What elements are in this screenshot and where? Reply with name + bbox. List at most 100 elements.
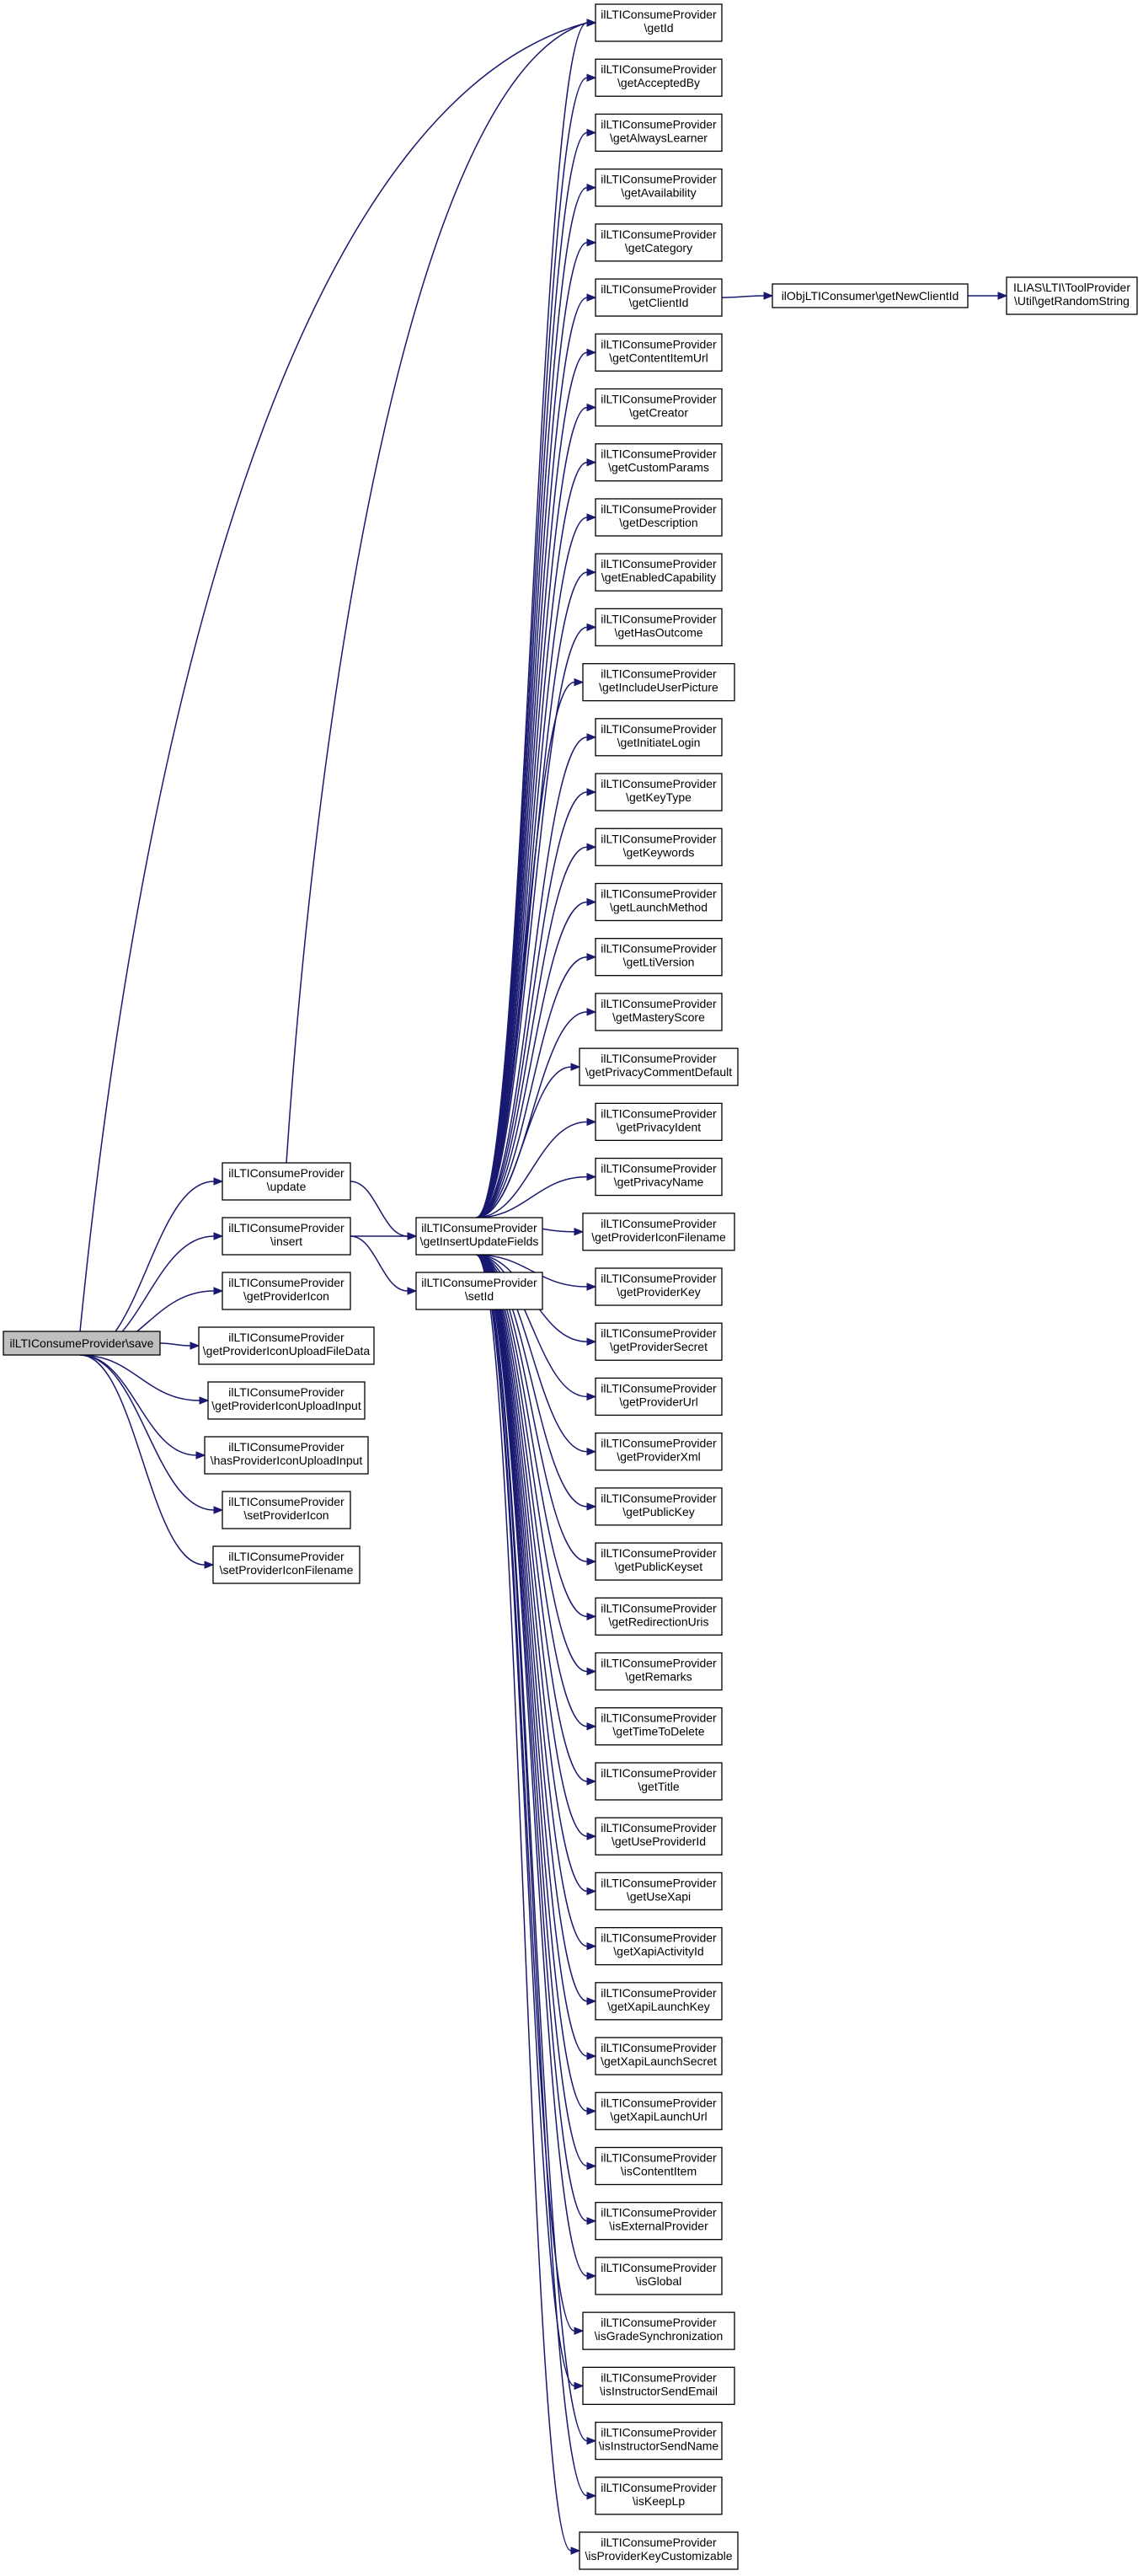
node-label-line2: \getLtiVersion [623,956,695,969]
node-isInstructorSendEmail[interactable]: ilLTIConsumeProvider\isInstructorSendEma… [582,2366,735,2405]
node-getProviderUrl[interactable]: ilLTIConsumeProvider\getProviderUrl [595,1377,723,1417]
node-getPublicKey[interactable]: ilLTIConsumeProvider\getPublicKey [595,1487,723,1526]
edge-insert-to-setId [350,1235,409,1292]
node-label-line2: \getHasOutcome [614,625,702,639]
node-getTimeToDelete[interactable]: ilLTIConsumeProvider\getTimeToDelete [595,1707,723,1746]
node-label-line1: ilLTIConsumeProvider [601,557,717,570]
node-setId[interactable]: ilLTIConsumeProvider\setId [415,1272,543,1310]
node-insert[interactable]: ilLTIConsumeProvider\insert [222,1217,351,1256]
node-label-line1: ilLTIConsumeProvider [601,667,717,681]
node-getTitle[interactable]: ilLTIConsumeProvider\getTitle [595,1762,723,1801]
edge-update-to-getInsertUpdateFields [350,1181,409,1237]
node-getClientId[interactable]: ilLTIConsumeProvider\getClientId [595,278,723,317]
edge-getInsertUpdateFields-to-isInstructorSendName-arrowhead [586,2436,597,2445]
node-getCategory[interactable]: ilLTIConsumeProvider\getCategory [595,223,723,262]
node-getHasOutcome[interactable]: ilLTIConsumeProvider\getHasOutcome [595,608,723,647]
node-label-line2: \getLaunchMethod [610,900,708,913]
node-getPublicKeyset[interactable]: ilLTIConsumeProvider\getPublicKeyset [595,1542,723,1581]
node-getProviderIconFilename[interactable]: ilLTIConsumeProvider\getProviderIconFile… [582,1213,735,1251]
edge-save-to-setProviderIcon [79,1354,215,1511]
node-label-line2: \getCreator [629,406,688,420]
node-label-line1: ilLTIConsumeProvider [601,1766,717,1780]
node-getCustomParams[interactable]: ilLTIConsumeProvider\getCustomParams [595,443,723,482]
node-getContentItemUrl[interactable]: ilLTIConsumeProvider\getContentItemUrl [595,333,723,372]
node-label-line2: \isInstructorSendEmail [600,2384,718,2397]
node-getId[interactable]: ilLTIConsumeProvider\getId [595,3,723,42]
node-label-line2: \isGlobal [636,2274,681,2288]
node-isKeepLp[interactable]: ilLTIConsumeProvider\isKeepLp [595,2477,723,2515]
node-getProviderIconUploadFileData[interactable]: ilLTIConsumeProvider\getProviderIconUplo… [198,1326,375,1365]
edge-getInsertUpdateFields-to-getAlwaysLearner [475,131,588,1218]
node-isInstructorSendName[interactable]: ilLTIConsumeProvider\isInstructorSendNam… [595,2421,723,2461]
node-label-line1: ilLTIConsumeProvider [601,777,717,790]
node-label-line1: ilLTIConsumeProvider [601,1326,717,1340]
node-getXapiActivityId[interactable]: ilLTIConsumeProvider\getXapiActivityId [595,1926,723,1966]
node-box [579,1047,739,1086]
node-getKeyType[interactable]: ilLTIConsumeProvider\getKeyType [595,773,723,811]
node-setProviderIcon[interactable]: ilLTIConsumeProvider\setProviderIcon [222,1491,351,1529]
edge-getInsertUpdateFields-to-getXapiActivityId-arrowhead [586,1941,597,1951]
node-getPrivacyCommentDefault[interactable]: ilLTIConsumeProvider\getPrivacyCommentDe… [579,1047,739,1086]
node-setProviderIconFilename[interactable]: ilLTIConsumeProvider\setProviderIconFile… [212,1545,361,1584]
node-box [595,1597,723,1636]
node-getRandomString[interactable]: ILIAS\LTI\ToolProvider\Util\getRandomStr… [1006,276,1138,315]
edge-insert-to-getInsertUpdateFields-arrowhead [407,1232,418,1240]
edge-getInsertUpdateFields-to-getUseXapi [475,1254,588,1893]
node-getProviderKey[interactable]: ilLTIConsumeProvider\getProviderKey [595,1267,723,1306]
node-label-line2: \getPrivacyCommentDefault [585,1065,732,1079]
node-getPrivacyIdent[interactable]: ilLTIConsumeProvider\getPrivacyIdent [595,1102,723,1141]
node-getCreator[interactable]: ilLTIConsumeProvider\getCreator [595,388,723,427]
edge-getInsertUpdateFields-to-getEnabledCapability-arrowhead [586,568,597,576]
node-getInsertUpdateFields[interactable]: ilLTIConsumeProvider\getInsertUpdateFiel… [415,1217,543,1256]
node-getIncludeUserPicture[interactable]: ilLTIConsumeProvider\getIncludeUserPictu… [582,662,735,702]
edge-getClientId-to-getNewClientId [721,295,765,298]
node-getUseProviderId[interactable]: ilLTIConsumeProvider\getUseProviderId [595,1817,723,1856]
node-box [595,1322,723,1361]
node-getAlwaysLearner[interactable]: ilLTIConsumeProvider\getAlwaysLearner [595,113,723,153]
node-getDescription[interactable]: ilLTIConsumeProvider\getDescription [595,498,723,537]
node-getEnabledCapability[interactable]: ilLTIConsumeProvider\getEnabledCapabilit… [595,553,723,592]
node-getPrivacyName[interactable]: ilLTIConsumeProvider\getPrivacyName [595,1157,723,1197]
edge-getInsertUpdateFields-to-getProviderXml-arrowhead [586,1447,597,1456]
node-getUseXapi[interactable]: ilLTIConsumeProvider\getUseXapi [595,1872,723,1911]
edge-getInsertUpdateFields-to-getAlwaysLearner-arrowhead [586,128,597,137]
node-label-line1: ilLTIConsumeProvider [601,1106,717,1120]
node-getProviderXml[interactable]: ilLTIConsumeProvider\getProviderXml [595,1433,723,1471]
node-getRemarks[interactable]: ilLTIConsumeProvider\getRemarks [595,1652,723,1691]
node-isGlobal[interactable]: ilLTIConsumeProvider\isGlobal [595,2257,723,2295]
node-getNewClientId[interactable]: ilObjLTIConsumer\getNewClientId [772,283,969,308]
call-graph-nodes: ilLTIConsumeProvider\save ilLTIConsumePro… [3,3,1138,2570]
node-label-line2: \getProviderXml [617,1450,701,1464]
node-label-line1: ilLTIConsumeProvider [601,447,717,461]
node-getAcceptedBy[interactable]: ilLTIConsumeProvider\getAcceptedBy [595,58,723,97]
node-getProviderIcon[interactable]: ilLTIConsumeProvider\getProviderIcon [222,1272,351,1310]
node-getXapiLaunchKey[interactable]: ilLTIConsumeProvider\getXapiLaunchKey [595,1982,723,2021]
node-getLtiVersion[interactable]: ilLTIConsumeProvider\getLtiVersion [595,938,723,977]
node-box [595,1926,723,1966]
node-hasProviderIconUploadInput[interactable]: ilLTIConsumeProvider\hasProviderIconUplo… [204,1436,369,1475]
node-getInitiateLogin[interactable]: ilLTIConsumeProvider\getInitiateLogin [595,718,723,757]
node-update[interactable]: ilLTIConsumeProvider\update [222,1162,351,1201]
node-getRedirectionUris[interactable]: ilLTIConsumeProvider\getRedirectionUris [595,1597,723,1636]
node-root[interactable]: ilLTIConsumeProvider\save [3,1331,161,1356]
edge-getInsertUpdateFields-to-getInitiateLogin [475,736,588,1218]
edge-getInsertUpdateFields-to-getCreator-arrowhead [586,403,597,412]
node-isProviderKeyCustomizable[interactable]: ilLTIConsumeProvider\isProviderKeyCustom… [579,2531,739,2570]
node-label-line1: ilLTIConsumeProvider [601,832,717,845]
node-getKeywords[interactable]: ilLTIConsumeProvider\getKeywords [595,827,723,866]
node-label-line2: \getKeyType [626,790,692,804]
node-getXapiLaunchSecret[interactable]: ilLTIConsumeProvider\getXapiLaunchSecret [595,2037,723,2075]
node-getProviderSecret[interactable]: ilLTIConsumeProvider\getProviderSecret [595,1322,723,1361]
node-getMasteryScore[interactable]: ilLTIConsumeProvider\getMasteryScore [595,993,723,1031]
node-getAvailability[interactable]: ilLTIConsumeProvider\getAvailability [595,169,723,207]
node-label-line1: ilLTIConsumeProvider [601,1546,717,1560]
node-label-line2: \setId [465,1289,494,1303]
edge-save-to-hasProviderIconUploadInput [79,1354,197,1456]
node-getXapiLaunchUrl[interactable]: ilLTIConsumeProvider\getXapiLaunchUrl [595,2091,723,2130]
node-getProviderIconUploadInput[interactable]: ilLTIConsumeProvider\getProviderIconUplo… [207,1381,366,1420]
node-getLaunchMethod[interactable]: ilLTIConsumeProvider\getLaunchMethod [595,882,723,922]
node-box [595,223,723,262]
node-isExternalProvider[interactable]: ilLTIConsumeProvider\isExternalProvider [595,2202,723,2241]
node-isGradeSynchronization[interactable]: ilLTIConsumeProvider\isGradeSynchronizat… [582,2311,735,2350]
node-isContentItem[interactable]: ilLTIConsumeProvider\isContentItem [595,2146,723,2186]
